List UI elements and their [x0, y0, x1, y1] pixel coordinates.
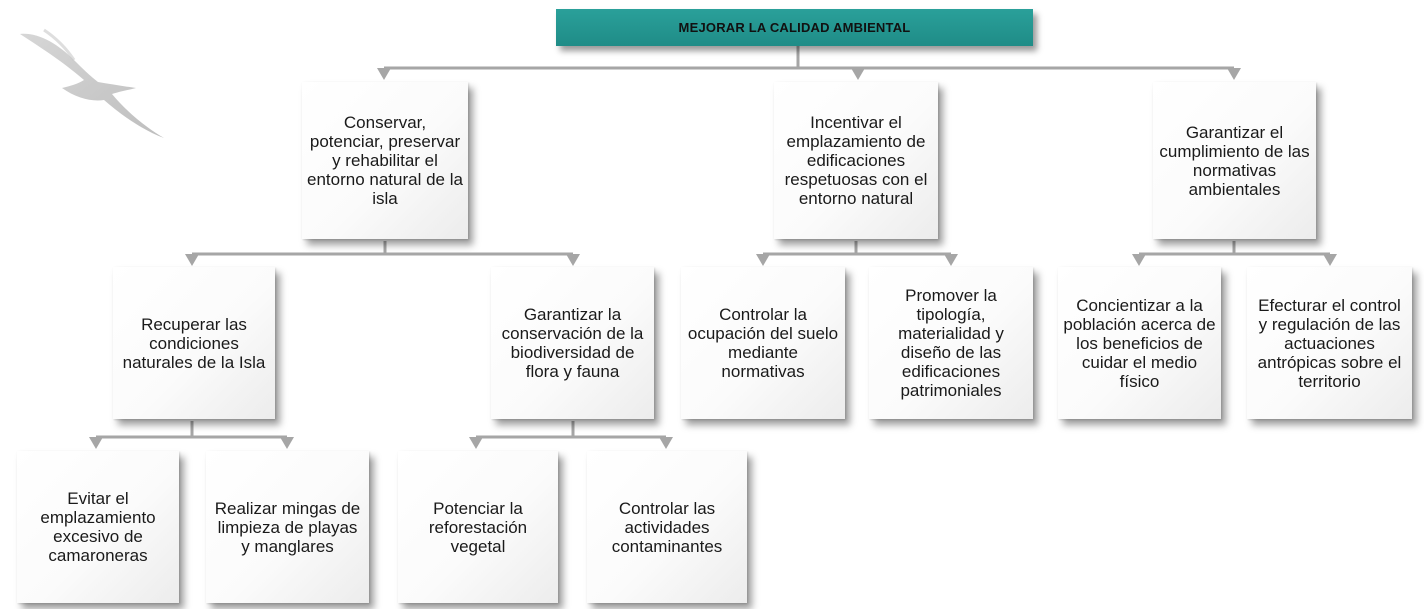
- objective-conservar-entorno: Conservar, potenciar, preservar y rehabi…: [302, 82, 468, 239]
- objective-garantizar-normativas: Garantizar el cumplimiento de las normat…: [1153, 82, 1316, 239]
- objective-controlar-ocupacion-suelo: Controlar la ocupación del suelo mediant…: [681, 267, 845, 419]
- bird-watermark-icon: [20, 28, 164, 138]
- objective-recuperar-condiciones: Recuperar las condiciones naturales de l…: [113, 267, 275, 419]
- root-objective: MEJORAR LA CALIDAD AMBIENTAL: [556, 9, 1033, 46]
- objective-controlar-contaminantes: Controlar las actividades contaminantes: [587, 451, 747, 603]
- objective-mingas-limpieza: Realizar mingas de limpieza de playas y …: [206, 451, 369, 603]
- objective-reforestacion-vegetal: Potenciar la reforestación vegetal: [398, 451, 558, 603]
- objective-concientizar-poblacion: Concientizar a la población acerca de lo…: [1058, 267, 1221, 419]
- objective-control-actuaciones: Efecturar el control y regulación de las…: [1247, 267, 1412, 419]
- objective-promover-tipologia: Promover la tipología, materialidad y di…: [869, 267, 1033, 419]
- objective-evitar-camaroneras: Evitar el emplazamiento excesivo de cama…: [17, 451, 179, 603]
- objective-conservacion-biodiversidad: Garantizar la conservación de la biodive…: [491, 267, 654, 419]
- objective-incentivar-edificaciones: Incentivar el emplazamiento de edificaci…: [774, 82, 938, 239]
